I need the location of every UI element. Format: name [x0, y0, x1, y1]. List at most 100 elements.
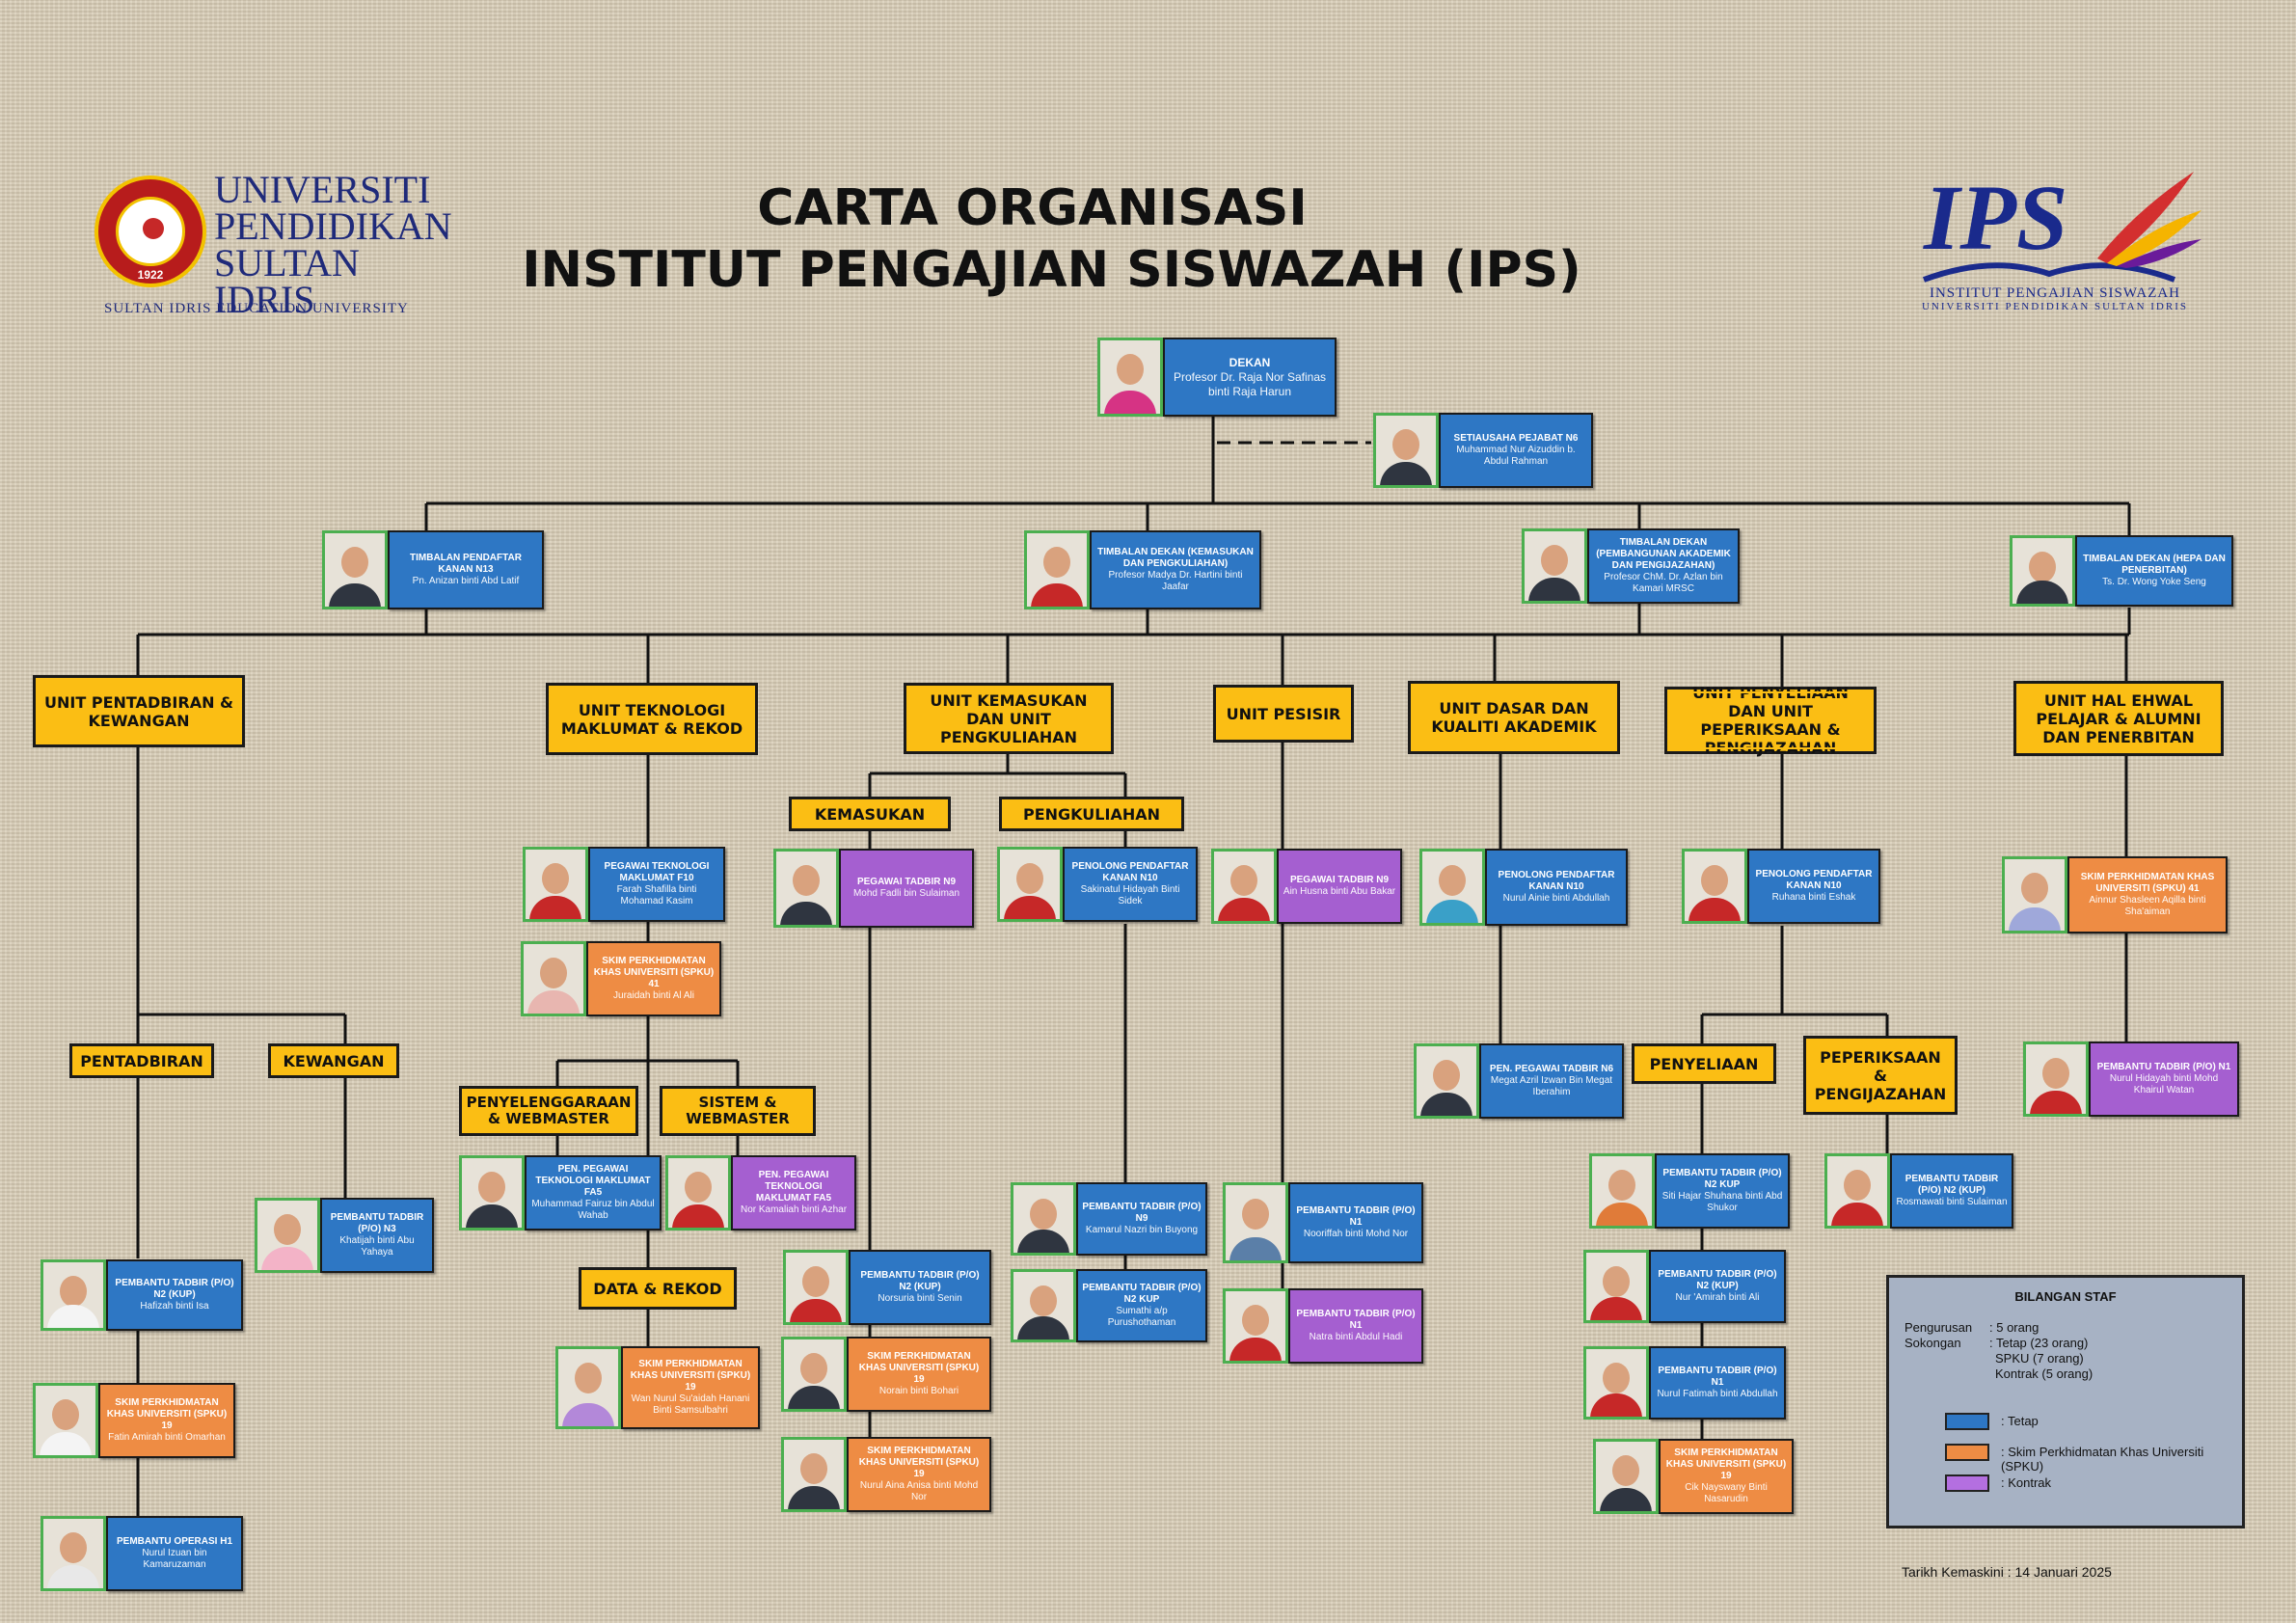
legend-bilangan-staf: BILANGAN STAF Pengurusan: 5 orang Sokong…: [1886, 1275, 2245, 1528]
person-spku19-kem2: SKIM PERKHIDMATAN KHAS UNIVERSITI (SPKU)…: [781, 1437, 991, 1512]
photo-icon: [1024, 530, 1090, 609]
unit-pesisir: UNIT PESISIR: [1213, 685, 1354, 743]
seal-year: 1922: [137, 268, 164, 282]
person-td-hepa: TIMBALAN DEKAN (HEPA DAN PENERBITAN)Ts. …: [2010, 535, 2233, 607]
photo-icon: [781, 1337, 847, 1412]
photo-icon: [1011, 1269, 1076, 1342]
person-td-pembangunan: TIMBALAN DEKAN (PEMBANGUNAN AKADEMIK DAN…: [1522, 528, 1740, 604]
unit-teknologi: UNIT TEKNOLOGI MAKLUMAT & REKOD: [546, 683, 758, 755]
upsi-subtitle: SULTAN IDRIS EDUCATION UNIVERSITY: [104, 301, 409, 316]
photo-icon: [783, 1250, 849, 1325]
open-book-icon: [1922, 262, 2176, 283]
legend-pengurusan: Pengurusan: 5 orang: [1904, 1320, 2039, 1335]
legend-title: BILANGAN STAF: [2014, 1289, 2117, 1304]
unit-sub-pentadbiran: PENTADBIRAN: [69, 1043, 214, 1078]
person-td-kemasukan: TIMBALAN DEKAN (KEMASUKAN DAN PENGKULIAH…: [1024, 530, 1261, 609]
chart-title-line1: CARTA ORGANISASI: [757, 179, 1308, 237]
photo-icon: [41, 1259, 106, 1331]
photo-icon: [1589, 1153, 1655, 1229]
photo-icon: [459, 1155, 525, 1231]
photo-icon: [1682, 849, 1747, 924]
person-spku19-data: SKIM PERKHIDMATAN KHAS UNIVERSITI (SPKU)…: [555, 1346, 760, 1429]
legend-sokongan: Sokongan: Tetap (23 orang): [1904, 1336, 2089, 1350]
unit-pentadbiran-kewangan: UNIT PENTADBIRAN & KEWANGAN: [33, 675, 245, 747]
unit-sub-penyeliaan: PENYELIAAN: [1632, 1043, 1776, 1084]
photo-icon: [1583, 1250, 1649, 1323]
updated-date: Tarikh Kemaskini : 14 Januari 2025: [1902, 1564, 2112, 1580]
upsi-seal-icon: 1922: [95, 176, 206, 287]
unit-sub-data: DATA & REKOD: [579, 1267, 737, 1310]
photo-icon: [1097, 338, 1163, 417]
chart-title-line2: INSTITUT PENGAJIAN SISWAZAH (IPS): [522, 241, 1581, 299]
person-pt-peny-2: PEMBANTU TADBIR (P/O) N2 (KUP)Nur 'Amira…: [1583, 1250, 1786, 1323]
photo-icon: [1522, 528, 1587, 604]
unit-dasar: UNIT DASAR DAN KUALITI AKADEMIK: [1408, 681, 1620, 754]
photo-icon: [555, 1346, 621, 1429]
unit-sub-kemasukan: KEMASUKAN: [789, 797, 951, 831]
person-spku19-peny: SKIM PERKHIDMATAN KHAS UNIVERSITI (SPKU)…: [1593, 1439, 1794, 1514]
legend-label-tetap: : Tetap: [2001, 1414, 2039, 1428]
ips-subtitle2: UNIVERSITI PENDIDIKAN SULTAN IDRIS: [1921, 301, 2188, 312]
upsi-name: UNIVERSITI PENDIDIKAN SULTAN IDRIS: [214, 168, 452, 321]
unit-sub-sistem: SISTEM & WEBMASTER: [660, 1086, 816, 1136]
photo-icon: [665, 1155, 731, 1231]
photo-icon: [322, 530, 388, 609]
upsi-jawi-text: [214, 270, 417, 284]
ips-logo-text: IPS: [1924, 166, 2068, 269]
unit-kemasukan: UNIT KEMASUKAN DAN UNIT PENGKULIAHAN: [904, 683, 1114, 754]
photo-icon: [781, 1437, 847, 1512]
photo-icon: [521, 941, 586, 1016]
person-spku19-kem1: SKIM PERKHIDMATAN KHAS UNIVERSITI (SPKU)…: [781, 1337, 991, 1412]
photo-icon: [1373, 413, 1439, 488]
ips-wing-icon: [2097, 172, 2201, 268]
photo-icon: [1593, 1439, 1659, 1514]
photo-icon: [1011, 1182, 1076, 1256]
photo-icon: [2010, 535, 2075, 607]
legend-swatch-spku: [1945, 1444, 1989, 1461]
photo-icon: [1824, 1153, 1890, 1229]
photo-icon: [1414, 1043, 1479, 1119]
person-pt-pen-n2: PEMBANTU TADBIR (P/O) N2 (KUP)Hafizah bi…: [41, 1259, 243, 1331]
legend-label-spku: : Skim Perkhidmatan Khas Universiti (SPK…: [2001, 1445, 2204, 1474]
legend-label-kontrak: : Kontrak: [2001, 1475, 2052, 1490]
photo-icon: [773, 849, 839, 928]
photo-icon: [2002, 856, 2067, 933]
unit-penyeliaan: UNIT PENYELIAAN DAN UNIT PEPERIKSAAN & P…: [1664, 684, 1877, 757]
photo-icon: [1211, 849, 1277, 924]
ips-subtitle1: INSTITUT PENGAJIAN SISWAZAH: [1929, 285, 2181, 301]
person-pt-kem-n2: PEMBANTU TADBIR (P/O) N2 (KUP)Norsuria b…: [783, 1250, 991, 1325]
legend-swatch-tetap: [1945, 1413, 1989, 1430]
photo-icon: [997, 847, 1063, 922]
photo-icon: [41, 1516, 106, 1591]
person-spku41-ti: SKIM PERKHIDMATAN KHAS UNIVERSITI (SPKU)…: [521, 941, 721, 1016]
photo-icon: [1419, 849, 1485, 926]
unit-sub-penyelenggaraan: PENYELENGGARAAN & WEBMASTER: [459, 1086, 638, 1136]
unit-sub-peperiksaan: PEPERIKSAAN & PENGIJAZAHAN: [1803, 1036, 1958, 1115]
person-spku41-hal: SKIM PERKHIDMATAN KHAS UNIVERSITI (SPKU)…: [2002, 856, 2228, 933]
photo-icon: [1583, 1346, 1649, 1420]
photo-icon: [255, 1198, 320, 1273]
photo-icon: [1223, 1182, 1288, 1263]
photo-icon: [523, 847, 588, 922]
photo-icon: [33, 1383, 98, 1458]
legend-sokongan-spku: SPKU (7 orang): [1995, 1351, 2084, 1366]
legend-sokongan-kontrak: Kontrak (5 orang): [1995, 1366, 2093, 1381]
unit-sub-pengkuliahan: PENGKULIAHAN: [999, 797, 1184, 831]
